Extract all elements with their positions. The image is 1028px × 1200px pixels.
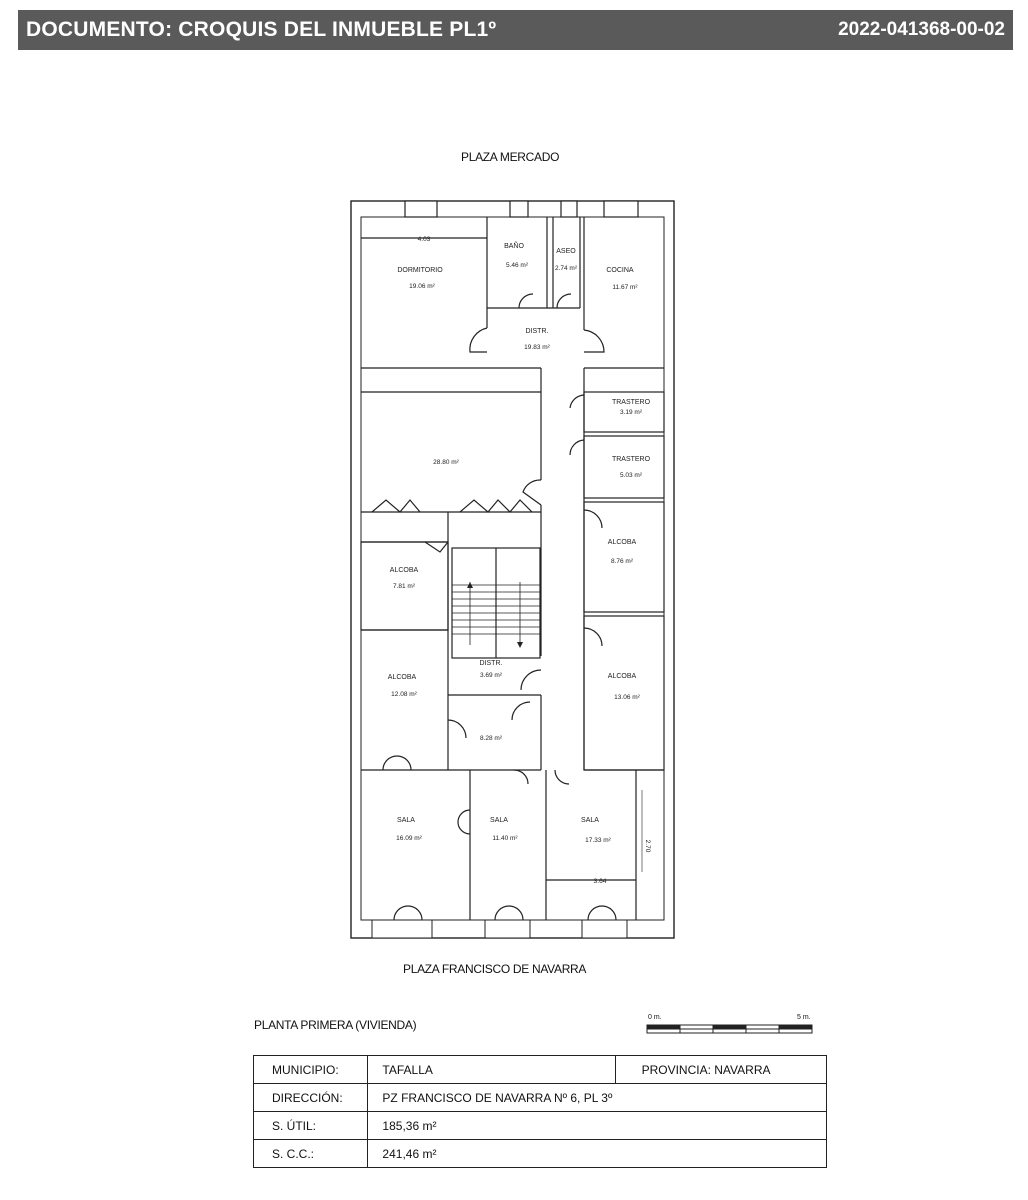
room-aseo-label: ASEO bbox=[556, 248, 576, 255]
direccion-label: DIRECCIÓN: bbox=[252, 1083, 369, 1112]
room-bano-label: BAÑO bbox=[504, 241, 524, 250]
superficie-cc-value: 241,46 m² bbox=[367, 1139, 827, 1168]
room-trastero2-area: 5.03 m² bbox=[620, 472, 643, 479]
room-bano-area: 5.46 m² bbox=[506, 262, 529, 269]
street-top-label: PLAZA MERCADO bbox=[461, 150, 560, 164]
room-pasillo-area: 8.28 m² bbox=[480, 735, 503, 742]
document-title: DOCUMENTO: CROQUIS DEL INMUEBLE PL1º bbox=[26, 18, 497, 41]
room-sala2-label: SALA bbox=[490, 817, 508, 824]
street-bottom-label: PLAZA FRANCISCO DE NAVARRA bbox=[403, 962, 587, 976]
room-alcoba4-area: 13.06 m² bbox=[614, 694, 640, 701]
room-distr2-area: 3.69 m² bbox=[480, 672, 503, 679]
room-trastero2-label: TRASTERO bbox=[612, 456, 651, 463]
room-sala3-label: SALA bbox=[581, 817, 599, 824]
room-sala1-area: 16.09 m² bbox=[396, 835, 422, 842]
room-trastero1-area: 3.19 m² bbox=[620, 409, 643, 416]
room-alcoba1-label: ALCOBA bbox=[608, 539, 637, 546]
room-cocina-label: COCINA bbox=[606, 267, 634, 274]
room-sala1-label: SALA bbox=[397, 817, 415, 824]
dim-bottom-width: 3.64 bbox=[594, 878, 607, 885]
room-distr2-label: DISTR. bbox=[480, 660, 503, 667]
room-cocina-area: 11.67 m² bbox=[612, 284, 638, 291]
room-sala2-area: 11.40 m² bbox=[492, 835, 518, 842]
dim-top-width: 4.03 bbox=[418, 236, 431, 243]
room-alcoba2-label: ALCOBA bbox=[390, 567, 419, 574]
dim-side-height: 2.70 bbox=[644, 840, 651, 853]
room-salon-area: 28.80 m² bbox=[433, 459, 459, 466]
room-alcoba1-area: 8.76 m² bbox=[611, 558, 634, 565]
room-alcoba4-label: ALCOBA bbox=[608, 673, 637, 680]
room-distr1-label: DISTR. bbox=[526, 328, 549, 335]
municipio-label: MUNICIPIO: bbox=[252, 1055, 369, 1084]
room-alcoba3-area: 12.08 m² bbox=[391, 691, 417, 698]
scale-start-label: 0 m. bbox=[648, 1014, 662, 1021]
direccion-value: PZ FRANCISCO DE NAVARRA Nº 6, PL 3º bbox=[367, 1083, 827, 1112]
municipio-value: TAFALLA bbox=[367, 1055, 616, 1084]
table-row: DIRECCIÓN: PZ FRANCISCO DE NAVARRA Nº 6,… bbox=[252, 1083, 827, 1112]
table-row: MUNICIPIO: TAFALLA PROVINCIA: NAVARRA bbox=[252, 1055, 828, 1084]
provincia-value: PROVINCIA: NAVARRA bbox=[614, 1055, 828, 1084]
room-distr1-area: 19.83 m² bbox=[524, 344, 550, 351]
room-trastero1-label: TRASTERO bbox=[612, 399, 651, 406]
room-alcoba3-label: ALCOBA bbox=[388, 674, 417, 681]
room-alcoba2-area: 7.81 m² bbox=[393, 583, 416, 590]
table-row: S. C.C.: 241,46 m² bbox=[252, 1139, 827, 1168]
room-aseo-area: 2.74 m² bbox=[555, 265, 578, 272]
scale-end-label: 5 m. bbox=[797, 1014, 811, 1021]
superficie-util-value: 185,36 m² bbox=[367, 1111, 827, 1140]
document-code: 2022-041368-00-02 bbox=[838, 19, 1005, 40]
property-info-table: MUNICIPIO: TAFALLA PROVINCIA: NAVARRA DI… bbox=[252, 1055, 828, 1168]
plan-caption: PLANTA PRIMERA (VIVIENDA) bbox=[254, 1018, 417, 1032]
room-sala3-area: 17.33 m² bbox=[585, 837, 611, 844]
table-row: S. ÚTIL: 185,36 m² bbox=[252, 1111, 827, 1140]
room-dormitorio-area: 19.06 m² bbox=[409, 283, 435, 290]
room-dormitorio-label: DORMITORIO bbox=[397, 267, 443, 274]
document-header: DOCUMENTO: CROQUIS DEL INMUEBLE PL1º 202… bbox=[18, 10, 1013, 50]
superficie-util-label: S. ÚTIL: bbox=[252, 1111, 369, 1140]
superficie-cc-label: S. C.C.: bbox=[252, 1139, 369, 1168]
